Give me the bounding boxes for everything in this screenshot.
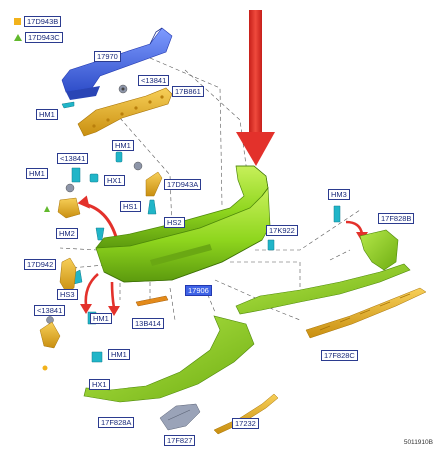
install-arrow-head-upper-left	[77, 195, 90, 209]
strip-green-mid	[235, 263, 411, 315]
callout-hm1-c[interactable]: HM1	[26, 168, 48, 179]
callout-17232[interactable]: 17232	[232, 418, 259, 429]
callout-13841-top[interactable]: <13841	[138, 75, 170, 86]
callout-hx1-b[interactable]: HX1	[89, 379, 110, 390]
image-id: 5011910B	[403, 439, 433, 446]
absorber-17b861	[77, 87, 173, 137]
callout-hm1-a[interactable]: HM1	[36, 109, 58, 120]
callout-17906[interactable]: 17906	[185, 285, 212, 296]
callout-17970[interactable]: 17970	[94, 51, 121, 62]
callout-13841-low[interactable]: <13841	[34, 305, 66, 316]
callout-hm1-b[interactable]: HM1	[112, 140, 134, 151]
legend-item-17d943b: 17D943B	[14, 16, 62, 27]
callout-17f827[interactable]: 17F827	[164, 435, 196, 446]
callout-hm3[interactable]: HM3	[328, 189, 350, 200]
strip-17f828a	[83, 315, 255, 403]
trim-17f828b	[359, 229, 399, 271]
nut-13841-top	[118, 84, 128, 94]
callout-hx1-a[interactable]: HX1	[104, 175, 125, 186]
legend-label: 17D943B	[24, 16, 62, 27]
callout-17f828c[interactable]: 17F828C	[321, 350, 358, 361]
bracket-17f827	[159, 403, 201, 431]
legend-item-17d943c: 17D943C	[14, 32, 63, 43]
callout-hs2[interactable]: HS2	[164, 217, 185, 228]
callout-hm2[interactable]: HM2	[56, 228, 78, 239]
callout-17k922[interactable]: 17K922	[266, 225, 298, 236]
install-arrow-heads-lower-left	[80, 304, 120, 316]
callout-17f828a[interactable]: 17F828A	[98, 417, 135, 428]
callout-13841-mid[interactable]: <13841	[57, 153, 89, 164]
callout-17f828b[interactable]: 17F828B	[378, 213, 415, 224]
frame-17970	[61, 27, 173, 100]
callout-hm1-d[interactable]: HM1	[90, 313, 112, 324]
callout-hm1-e[interactable]: HM1	[108, 349, 130, 360]
callout-13b414[interactable]: 13B414	[132, 318, 164, 329]
legend-label: 17D943C	[25, 32, 63, 43]
callout-hs1[interactable]: HS1	[120, 201, 141, 212]
bracket-17d943a	[145, 171, 163, 197]
strip-17232	[213, 393, 279, 435]
bracket-left-upper	[44, 197, 81, 219]
leader-lines	[59, 57, 361, 321]
reflector-13b414	[135, 295, 169, 307]
install-arrows-lower-left	[84, 273, 116, 309]
nuts	[46, 161, 143, 324]
callout-hs3[interactable]: HS3	[57, 289, 78, 300]
callout-17b861[interactable]: 17B861	[172, 86, 204, 97]
callout-17d942[interactable]: 17D942	[24, 259, 57, 270]
triangle-marker-icon	[14, 34, 22, 41]
direction-arrow-down	[236, 10, 275, 166]
bumper-cover-17906	[95, 165, 271, 283]
square-marker-icon	[14, 18, 21, 25]
bracket-17d942	[59, 257, 77, 293]
strip-17f828c	[305, 287, 427, 339]
callout-17d943a[interactable]: 17D943A	[164, 179, 202, 190]
